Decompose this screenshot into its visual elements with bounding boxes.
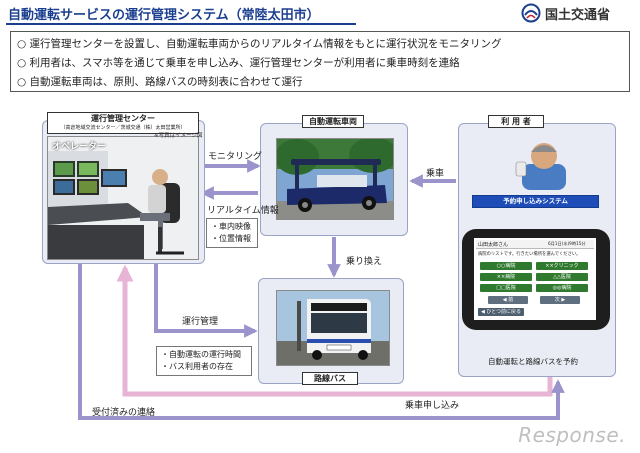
- realtime-items-box: ・車内映像 ・位置情報: [206, 218, 258, 248]
- back-button[interactable]: ◀ ひとつ前に戻る: [478, 308, 524, 316]
- next-button[interactable]: 次 ▶: [540, 296, 580, 304]
- operation-center-title: 運行管理センター: [91, 114, 155, 123]
- arrow-operation: [154, 262, 258, 338]
- tablet-user-name: 山田太郎さん: [478, 242, 509, 248]
- operator-label: オペレーター: [52, 142, 107, 152]
- option-button[interactable]: □□医院: [480, 284, 532, 292]
- label-transfer: 乗り換え: [346, 257, 383, 267]
- option-button[interactable]: ××クリニック: [536, 262, 588, 270]
- page-title: 自動運転サービスの運行管理システム（常陸太田市）: [8, 8, 320, 23]
- option-button[interactable]: △△医院: [536, 273, 588, 281]
- prev-button[interactable]: ◀ 前: [488, 296, 528, 304]
- vehicle-photo: [276, 138, 394, 220]
- label-ride-request: 乗車申し込み: [405, 401, 460, 411]
- label-boarding: 乗車: [426, 169, 445, 179]
- autonomous-cart-icon: [277, 139, 393, 219]
- tablet-screen: 山田太郎さん 6月1日(水)9時15分 病院のリストです。行きたい場所を選んでく…: [474, 238, 596, 320]
- realtime-item-video: ・車内映像: [211, 222, 251, 231]
- operation-item-schedule: ・自動運転の運行時間: [161, 350, 241, 359]
- bullet-1: ○ 運行管理センターを設置し、自動運転車両からのリアルタイム情報をもとに運行状況…: [17, 38, 502, 50]
- user-caption: 自動運転と路線バスを予約: [488, 357, 578, 366]
- operation-center-illustration: [47, 136, 199, 260]
- arrow-acceptance: [78, 262, 565, 420]
- label-monitoring: モニタリング: [208, 152, 263, 162]
- operation-item-passengers: ・バス利用者の存在: [161, 362, 233, 371]
- bus-title: 路線バス: [302, 372, 358, 385]
- bullet-3: ○ 自動運転車両は、原則、路線バスの時刻表に合わせて運行: [17, 76, 303, 88]
- label-realtime: リアルタイム情報: [207, 206, 279, 216]
- operator-desk-icon: [48, 137, 198, 259]
- mlit-logo-icon: [521, 3, 541, 23]
- user-title: 利 用 者: [488, 115, 544, 128]
- bus-photo: [276, 290, 390, 366]
- option-button[interactable]: ○○病院: [480, 262, 532, 270]
- label-acceptance: 受付済みの連絡: [92, 408, 156, 418]
- response-watermark: Response.: [518, 423, 626, 447]
- tablet-prompt: 病院のリストです。行きたい場所を選んでください。: [478, 252, 581, 257]
- arrow-ride-request: [116, 264, 553, 397]
- title-underline: [6, 23, 356, 25]
- tablet-date: 6月1日(水)9時15分: [548, 241, 586, 246]
- vehicle-title: 自動運転車両: [302, 115, 364, 128]
- operation-center-subtitle: （高倉地域交流センター／茨城交通（株）太田営業所）: [60, 125, 186, 131]
- summary-box: ○ 運行管理センターを設置し、自動運転車両からのリアルタイム情報をもとに運行状況…: [10, 31, 630, 92]
- image-note: ※写真はイメージ図: [154, 133, 203, 139]
- user-avatar-icon: [515, 143, 566, 190]
- ministry-name: 国土交通省: [545, 8, 611, 23]
- bullet-2: ○ 利用者は、スマホ等を通じて乗車を申し込み、運行管理センターが利用者に乗車時刻…: [17, 57, 460, 69]
- realtime-item-location: ・位置情報: [211, 234, 251, 243]
- option-button[interactable]: ××病院: [480, 273, 532, 281]
- label-operation: 運行管理: [182, 317, 219, 327]
- operation-items-box: ・自動運転の運行時間 ・バス利用者の存在: [156, 346, 252, 376]
- option-button[interactable]: ◎◎病院: [536, 284, 588, 292]
- operation-center-tag: 運行管理センター （高倉地域交流センター／茨城交通（株）太田営業所）: [47, 112, 199, 134]
- route-bus-icon: [277, 291, 389, 365]
- booking-system-header: 予約申し込みシステム: [472, 195, 599, 208]
